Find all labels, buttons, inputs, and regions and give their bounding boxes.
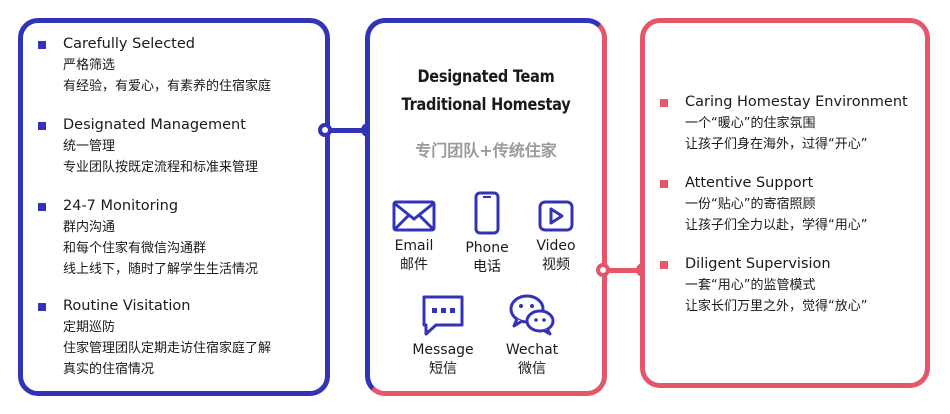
center-title-line1: Designated Team [417,67,555,86]
contact-wechat: Wechat 微信 [492,293,572,379]
bullet-square [660,99,668,107]
item-line: 有经验，有爱心，有素养的住宿家庭 [63,79,272,94]
item-line: 一份“贴心”的寄宿照顾 [685,197,816,212]
item-line: 一套“用心”的监管模式 [685,278,816,293]
item-line: 让家长们万里之外，觉得“放心” [685,299,868,314]
item-line: 让孩子们身在海外，过得“开心” [685,137,868,152]
item-title: Routine Visitation [63,298,191,314]
contact-label: Wechat [505,342,559,358]
video-icon [538,200,574,232]
left-item-designated-management: Designated Management 统一管理 专业团队按既定流程和标准来… [38,115,259,178]
contact-cn: 微信 [518,361,546,377]
item-line: 真实的住宿情况 [63,362,155,377]
right-panel [640,18,930,388]
contact-message: Message 短信 [403,293,483,379]
contact-email: Email 邮件 [374,199,454,275]
phone-icon [474,191,500,235]
item-line: 专业团队按既定流程和标准来管理 [63,160,259,175]
contact-cn: 短信 [429,361,457,377]
contact-label: Phone [465,240,509,256]
center-subtitle: 专门团队+传统住家 [415,141,557,160]
item-line: 让孩子们全力以赴，学得“用心” [685,218,868,233]
item-line: 严格筛选 [63,58,116,73]
envelope-icon [392,200,436,232]
left-connector-line [326,128,370,133]
contact-video: Video 视频 [516,199,596,275]
item-title: Carefully Selected [63,36,195,52]
contact-cn: 电话 [473,259,501,275]
left-item-carefully-selected: Carefully Selected 严格筛选 有经验，有爱心，有素养的住宿家庭 [38,34,272,97]
contact-label: Email [394,238,434,254]
right-item-caring-environment: Caring Homestay Environment 一个“暖心”的住家氛围 … [660,92,908,155]
contact-cn: 视频 [542,257,570,273]
contact-phone: Phone 电话 [447,191,527,277]
contact-label: Message [412,342,474,358]
item-title: 24-7 Monitoring [63,198,179,214]
contact-label: Video [536,238,576,254]
item-title: Diligent Supervision [685,256,831,272]
item-line: 一个“暖心”的住家氛围 [685,116,816,131]
wechat-icon [509,294,555,336]
right-item-attentive-support: Attentive Support 一份“贴心”的寄宿照顾 让孩子们全力以赴，学… [660,173,868,236]
right-connector-line [604,268,644,273]
contact-cn: 邮件 [400,257,428,273]
left-item-monitoring: 24-7 Monitoring 群内沟通 和每个住家有微信沟通群 线上线下，随时… [38,196,259,280]
right-item-diligent-supervision: Diligent Supervision 一套“用心”的监管模式 让家长们万里之… [660,254,868,317]
item-line: 统一管理 [63,139,116,154]
item-title: Attentive Support [685,175,814,191]
center-right-connector-ring [596,263,610,277]
item-title: Designated Management [63,117,246,133]
item-line: 群内沟通 [63,220,116,235]
left-connector-ring [318,123,332,137]
item-title: Caring Homestay Environment [685,94,908,110]
left-item-routine-visitation: Routine Visitation 定期巡防 住家管理团队定期走访住宿家庭了解… [38,296,272,380]
message-icon [422,295,464,336]
bullet-square [38,303,46,311]
center-panel: Designated Team Traditional Homestay 专门团… [365,18,607,396]
bullet-square [660,180,668,188]
center-title-line2: Traditional Homestay [401,95,571,114]
item-line: 定期巡防 [63,320,116,335]
bullet-square [38,203,46,211]
item-line: 住家管理团队定期走访住宿家庭了解 [63,341,272,356]
bullet-square [38,41,46,49]
left-panel [18,18,330,396]
bullet-square [660,261,668,269]
item-line: 线上线下，随时了解学生生活情况 [63,262,259,277]
item-line: 和每个住家有微信沟通群 [63,241,207,256]
bullet-square [38,122,46,130]
